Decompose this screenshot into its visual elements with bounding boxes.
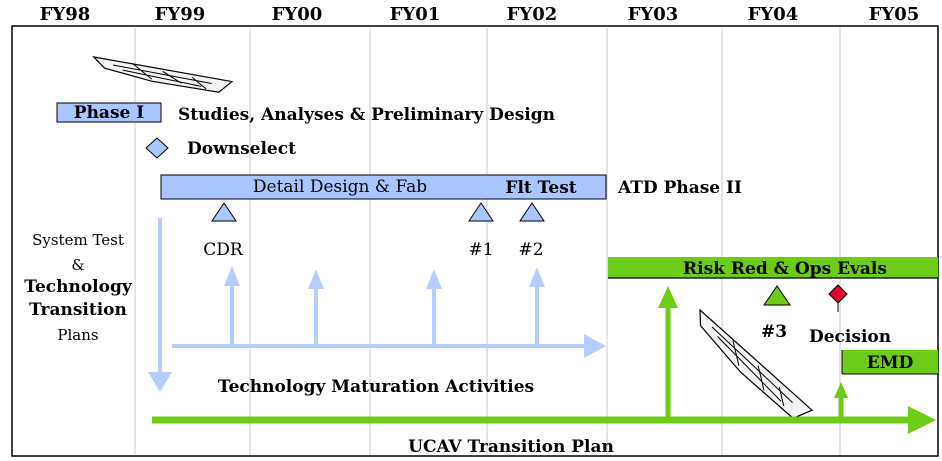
side-label: System Test & Technology Transition Plan… — [24, 231, 133, 344]
downselect-label: Downselect — [187, 139, 296, 159]
diagram-frame — [11, 25, 939, 457]
fy-label-fy05: FY05 — [869, 4, 920, 25]
detail-design-label: Detail Design & Fab — [253, 177, 427, 197]
side-label-line4: Transition — [29, 300, 127, 320]
fy-label-fy01: FY01 — [390, 4, 441, 25]
triangle-milestone-icon — [468, 202, 494, 222]
phase1-box — [56, 102, 162, 123]
diamond-icon — [145, 137, 169, 159]
ucav-transition-arrows — [152, 286, 936, 434]
emd-label: EMD — [867, 353, 914, 373]
phase1-label: Phase I — [74, 103, 144, 123]
test3-label: #3 — [761, 322, 787, 342]
risk-reduction-bar — [608, 257, 938, 278]
aircraft-icon — [699, 308, 814, 419]
atd-phase-label: ATD Phase II — [617, 178, 742, 198]
test1-label: #1 — [468, 240, 493, 260]
triangle-milestone-icon — [763, 285, 791, 306]
year-gridlines — [134, 28, 841, 455]
side-label-line2: & — [71, 256, 84, 274]
side-label-line1: System Test — [32, 231, 124, 249]
tech-maturation-arrows — [148, 218, 606, 392]
red-diamond-icon — [828, 284, 848, 304]
flt-test-label: Flt Test — [505, 178, 576, 198]
fy-label-fy99: FY99 — [155, 4, 206, 25]
fy-label-fy04: FY04 — [748, 4, 799, 25]
side-label-line5: Plans — [57, 326, 98, 344]
fiscal-year-header: FY98 FY99 FY00 FY01 FY02 FY03 FY04 FY05 — [40, 4, 920, 25]
detail-design-bar — [160, 174, 607, 200]
aircraft-icon — [92, 56, 234, 93]
ucav-transition-label: UCAV Transition Plan — [408, 437, 614, 457]
triangle-milestone-icon — [519, 202, 545, 222]
test2-label: #2 — [518, 240, 543, 260]
cdr-label: CDR — [203, 240, 244, 260]
decision-label: Decision — [809, 327, 891, 347]
tech-maturation-label: Technology Maturation Activities — [218, 377, 534, 397]
fy-label-fy00: FY00 — [272, 4, 323, 25]
fy-label-fy02: FY02 — [507, 4, 558, 25]
phase1-description: Studies, Analyses & Preliminary Design — [178, 105, 555, 125]
fy-label-fy98: FY98 — [40, 4, 91, 25]
risk-reduction-label: Risk Red & Ops Evals — [683, 259, 887, 279]
side-label-line3: Technology — [24, 277, 133, 297]
triangle-milestone-icon — [211, 202, 237, 222]
emd-bar — [842, 350, 938, 374]
fy-label-fy03: FY03 — [628, 4, 679, 25]
